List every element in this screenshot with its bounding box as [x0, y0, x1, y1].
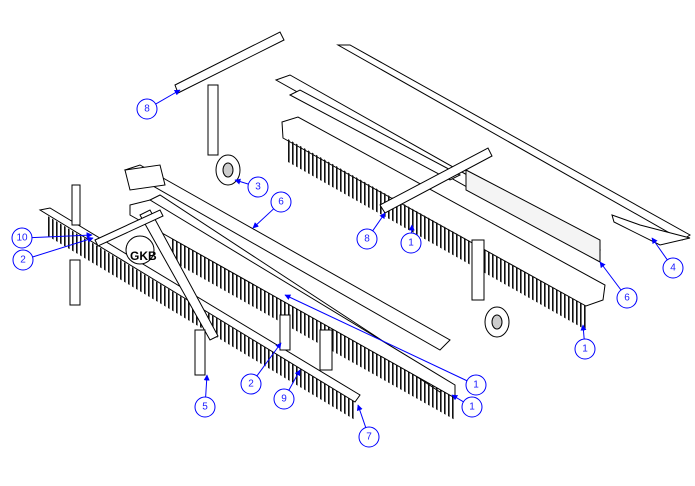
callout-label: 3 [255, 182, 261, 193]
callout-1: 1 [574, 324, 596, 360]
leader-line [580, 324, 587, 340]
gauge-wheel-assembly [174, 31, 285, 186]
callout-label: 2 [248, 379, 254, 390]
callout-circle [574, 338, 596, 360]
callout-8: 8 [136, 89, 181, 120]
leader-line [234, 178, 249, 185]
callout-8: 8 [356, 212, 386, 250]
callout-10: 10 [11, 227, 93, 249]
callout-circle [465, 374, 487, 396]
callout-circle [247, 176, 269, 198]
leader-line [284, 294, 468, 382]
callout-1: 1 [400, 224, 422, 254]
callout-circle [11, 227, 33, 249]
callout-6: 6 [252, 191, 292, 229]
callout-label: 10 [16, 233, 28, 244]
leader-line [372, 212, 386, 232]
callout-2: 2 [12, 236, 94, 271]
callout-circle [136, 98, 158, 120]
callout-label: 9 [281, 394, 287, 405]
callout-label: 6 [278, 197, 284, 208]
callout-label: 8 [364, 234, 370, 245]
leader-line [155, 89, 181, 105]
callout-circle [356, 228, 378, 250]
leader-line [252, 208, 275, 229]
callout-circle [12, 249, 34, 271]
callout-circle [400, 232, 422, 254]
callout-label: 1 [473, 380, 479, 391]
logo-gkb: GKB [130, 249, 157, 263]
rear-frame [274, 44, 691, 338]
leader-line [356, 404, 367, 428]
callout-label: 5 [202, 402, 208, 413]
callout-7: 7 [356, 404, 380, 448]
callout-circle [461, 396, 483, 418]
callout-circle [616, 287, 638, 309]
callout-label: 4 [670, 263, 676, 274]
callout-1: 1 [451, 394, 483, 418]
leader-line [288, 369, 301, 391]
callout-1: 1 [284, 294, 487, 396]
callout-5: 5 [194, 374, 216, 418]
leader-line [599, 261, 622, 291]
callout-label: 8 [144, 104, 150, 115]
leader-line [31, 232, 93, 239]
callout-6: 6 [599, 261, 638, 309]
leader-line [651, 237, 668, 261]
callout-label: 2 [20, 255, 26, 266]
callout-2: 2 [240, 342, 282, 395]
callout-label: 1 [408, 238, 414, 249]
leader-line [32, 236, 94, 258]
callout-circle [240, 373, 262, 395]
callout-label: 6 [624, 293, 630, 304]
callout-9: 9 [273, 369, 301, 410]
callout-label: 7 [366, 432, 372, 443]
callout-circle [273, 388, 295, 410]
callout-circle [358, 426, 380, 448]
callout-4: 4 [651, 237, 684, 279]
callout-circle [194, 396, 216, 418]
leader-line [203, 374, 210, 398]
callout-circle [662, 257, 684, 279]
callout-label: 1 [469, 402, 475, 413]
callout-3: 3 [234, 176, 269, 198]
leader-line [256, 342, 282, 377]
leader-line [451, 394, 464, 403]
callout-label: 1 [582, 344, 588, 355]
callout-circle [270, 191, 292, 213]
